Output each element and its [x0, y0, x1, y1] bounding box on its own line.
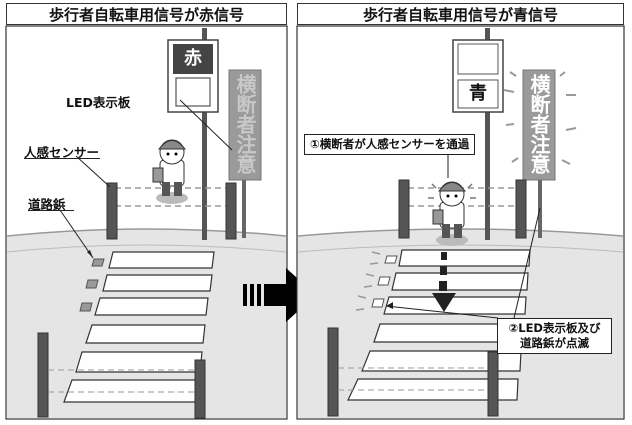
- callout-flashing: ②LED表示板及び 道路鋲が点滅: [497, 318, 612, 354]
- road-studs-left: [79, 258, 105, 312]
- green-signal-text: 青: [469, 83, 487, 104]
- road-studs-right: [371, 255, 398, 308]
- pedestrian-child-crossing: [428, 181, 476, 246]
- left-sign-text: 横断者注意: [233, 74, 257, 174]
- sensor-post-left: [106, 182, 118, 240]
- sensor-post-right: [225, 182, 237, 240]
- green-signal-light: [457, 79, 499, 109]
- callout-flashing-line2: 道路鋲が点滅: [520, 336, 589, 350]
- crosswalk-right: [347, 249, 531, 401]
- left-panel-title: 歩行者自転車用信号が赤信号: [6, 3, 287, 25]
- left-panel-illustration: [5, 25, 288, 420]
- walk-direction-arrow: [432, 252, 456, 312]
- right-sign-text: 横断者注意: [527, 74, 551, 174]
- signal-pole: [202, 28, 207, 240]
- led-board-flashing: [522, 69, 556, 181]
- callout-flashing-line1: ②LED表示板及び: [508, 321, 601, 335]
- callout-sensor-passed: ①横断者が人感センサーを通過: [304, 134, 476, 155]
- pedestrian-child: [152, 139, 188, 204]
- crosswalk-left: [63, 251, 215, 403]
- led-board: [228, 69, 262, 181]
- road-stud-label: 道路鋲: [28, 197, 66, 212]
- led-board-label: LED表示板: [66, 95, 131, 110]
- sensor-label: 人感センサー: [24, 145, 100, 160]
- red-signal-text: 赤: [184, 48, 202, 69]
- red-signal-light: [173, 44, 213, 74]
- right-panel-title: 歩行者自転車用信号が青信号: [297, 3, 624, 25]
